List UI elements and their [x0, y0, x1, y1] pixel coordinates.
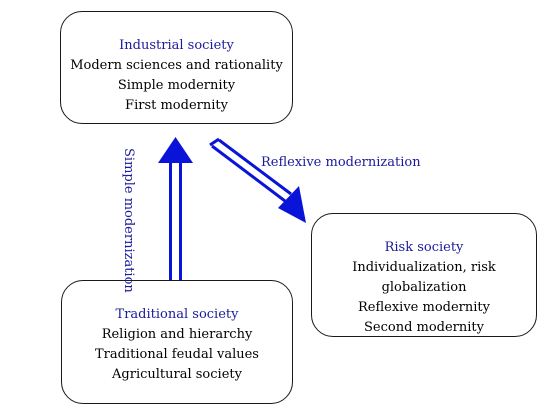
simple-modernization-arrow	[158, 137, 193, 285]
simple-modernization-label: Simple modernization	[121, 148, 136, 293]
reflexive-modernization-arrow	[209, 137, 306, 223]
industrial-line-1: Modern sciences and rationality	[70, 58, 283, 73]
risk-line-3: Second modernity	[363, 320, 484, 335]
risk-line-1: Individualization, risk globalization	[352, 260, 496, 295]
traditional-line-1: Religion and hierarchy	[101, 327, 253, 342]
traditional-society-box: Traditional society Religion and hierarc…	[61, 280, 293, 404]
reflexive-modernization-label: Reflexive modernization	[261, 155, 421, 170]
industrial-line-2: Simple modernity	[117, 78, 236, 93]
industrial-line-3: First modernity	[125, 98, 228, 113]
traditional-line-2: Traditional feudal values	[95, 347, 259, 362]
traditional-society-title: Traditional society	[115, 307, 239, 322]
risk-line-2: Reflexive modernity	[358, 300, 490, 315]
risk-society-title: Risk society	[384, 240, 464, 255]
risk-society-box: Risk society Individualization, risk glo…	[311, 213, 537, 337]
industrial-society-title: Industrial society	[119, 38, 234, 53]
traditional-line-3: Agricultural society	[112, 367, 242, 382]
industrial-society-box: Industrial society Modern sciences and r…	[60, 11, 293, 124]
